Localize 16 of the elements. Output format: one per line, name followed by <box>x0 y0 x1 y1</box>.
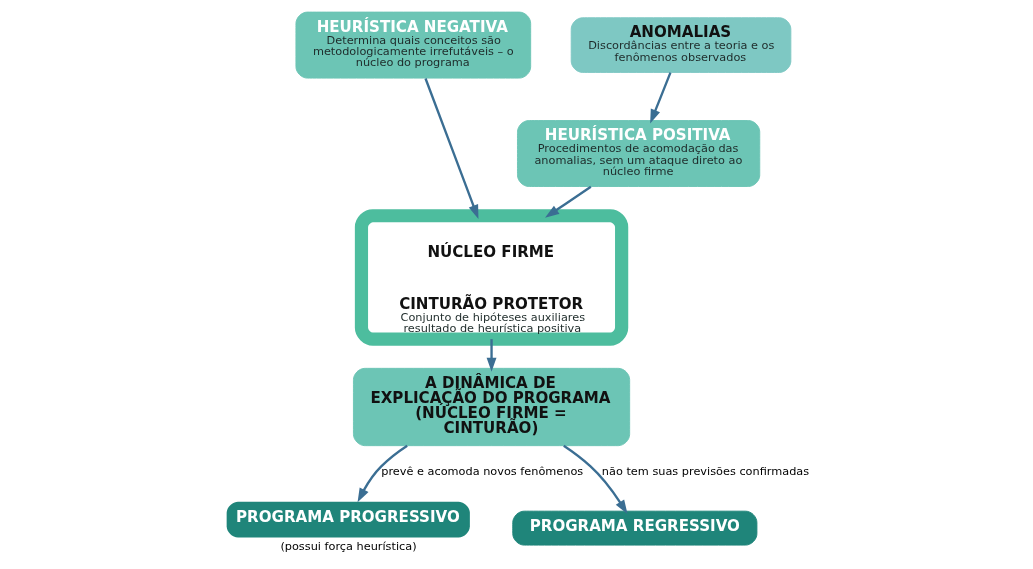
node-text: NÚCLEO FIRME <box>426 243 554 262</box>
arrow <box>357 444 408 503</box>
node-box: A DINÂMICA DE EXPLICAÇÃO DO PROGRAMA (NÚCLEO FIRME = CINTURÃO) <box>352 367 630 447</box>
node-label: (possui força heurística) <box>279 540 417 554</box>
arrow <box>544 185 591 218</box>
arrow <box>486 339 496 372</box>
arrow <box>649 72 672 124</box>
arrow <box>423 78 478 220</box>
arrow <box>562 444 628 515</box>
node-box: PROGRAMA REGRESSIVO <box>511 510 757 546</box>
node-box: ANOMALIAS Discordâncias entre a teoria e os fenômenos observados <box>570 17 791 73</box>
edge-label: prevê e acomoda novos fenômenos <box>380 465 583 479</box>
node-box: HEURÍSTICA POSITIVA Procedimentos de acomodação das anomalias, sem um ataque direto ao núcleo firme <box>516 120 760 187</box>
edge-label: não tem suas previsões confirmadas <box>601 465 809 479</box>
node-box: PROGRAMA PROGRESSIVO <box>226 501 470 538</box>
node-box: HEURÍSTICA NEGATIVA Determina quais conceitos são metodologicamente irrefutáveis – o núcleo do programa <box>294 11 531 79</box>
